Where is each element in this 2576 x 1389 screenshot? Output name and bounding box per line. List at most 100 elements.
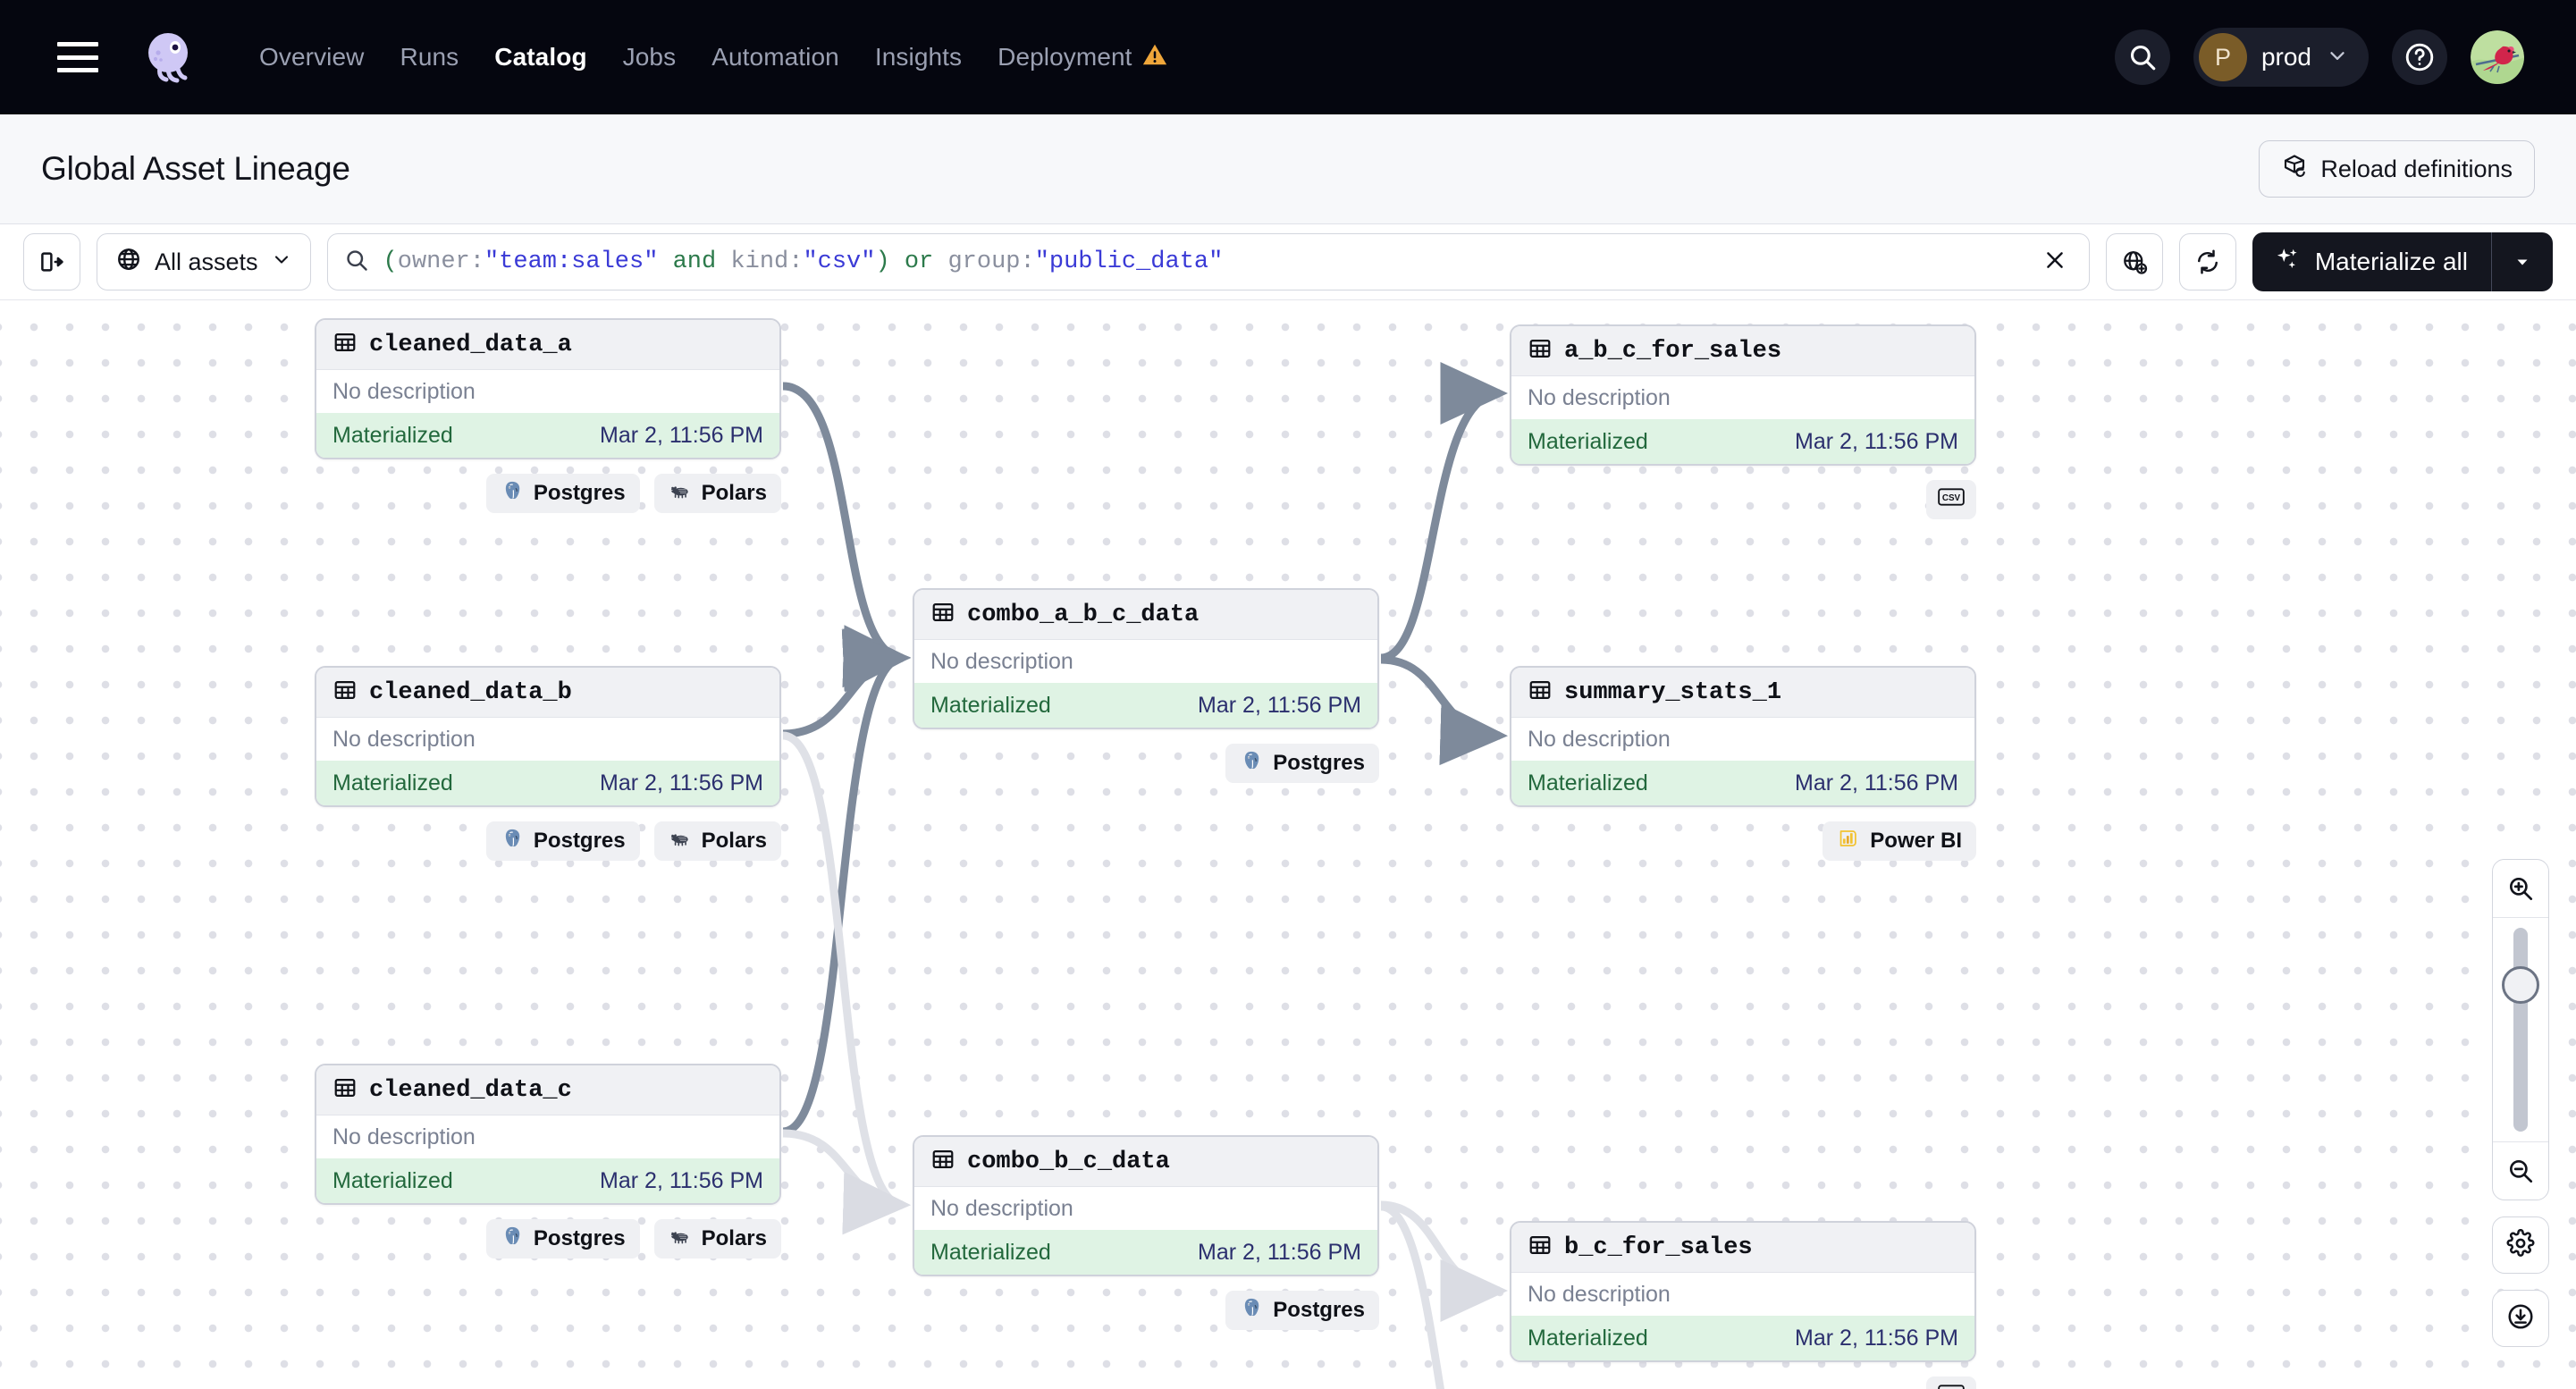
kind-tag-polars[interactable]: Polars <box>653 821 781 861</box>
nav-right-cluster: P prod <box>2114 28 2524 87</box>
table-grid-icon <box>1528 678 1553 707</box>
zoom-slider-track[interactable] <box>2493 918 2548 1141</box>
download-graph-button[interactable] <box>2492 1290 2549 1347</box>
asset-query-search-box[interactable]: (owner:"team:sales" and kind:"csv") or g… <box>326 233 2090 290</box>
postgres-elephant-icon <box>1240 1296 1263 1326</box>
refresh-button[interactable] <box>2178 233 2236 290</box>
user-avatar[interactable] <box>2471 30 2524 84</box>
asset-node-name: b_c_for_sales <box>1564 1233 1753 1261</box>
asset-scope-label: All assets <box>155 248 258 275</box>
nav-link-jobs[interactable]: Jobs <box>622 43 677 71</box>
edge-combo-abc-to-abc-for-sales <box>1380 362 1508 662</box>
asset-status-label: Materialized <box>930 1239 1051 1265</box>
asset-node-status-row: Materialized Mar 2, 11:56 PM <box>914 1230 1377 1275</box>
edge-combo-bc-to-bc-for-sales <box>1380 1200 1508 1323</box>
lineage-toolbar: All assets (owner:"team:sales" and kind:… <box>0 224 2576 300</box>
asset-status-label: Materialized <box>333 770 453 796</box>
asset-node-header[interactable]: cleaned_data_a <box>316 320 779 370</box>
hamburger-menu-icon[interactable] <box>57 42 98 72</box>
reload-definitions-button[interactable]: Reload definitions <box>2259 140 2535 198</box>
query-token: : <box>788 248 804 275</box>
kind-tag-polars[interactable]: Polars <box>653 474 781 513</box>
zoom-in-icon[interactable] <box>2493 860 2548 917</box>
zoom-slider-bar <box>2513 928 2528 1132</box>
asset-node-combo_b_c_data[interactable]: combo_b_c_data No description Materializ… <box>913 1135 1379 1276</box>
top-navigation-bar: Overview Runs Catalog Jobs Automation In… <box>0 0 2576 114</box>
asset-node-b_c_for_sales[interactable]: b_c_for_sales No description Materialize… <box>1510 1221 1976 1362</box>
asset-scope-filter[interactable]: All assets <box>97 233 311 290</box>
asset-node-cleaned_data_c[interactable]: cleaned_data_c No description Materializ… <box>315 1064 781 1205</box>
clear-query-icon[interactable] <box>2037 248 2073 277</box>
add-to-view-button[interactable] <box>2105 233 2163 290</box>
kind-tag-csv[interactable]: CSV <box>1926 480 1976 519</box>
materialize-all-button[interactable]: Materialize all <box>2252 232 2553 291</box>
asset-node-header[interactable]: combo_a_b_c_data <box>914 590 1377 640</box>
table-grid-icon <box>930 600 955 629</box>
asset-node-cleaned_data_a[interactable]: cleaned_data_a No description Materializ… <box>315 318 781 459</box>
toggle-sidebar-panel-button[interactable] <box>23 233 80 290</box>
deployment-switcher[interactable]: P prod <box>2193 28 2369 87</box>
kind-tag-label: Postgres <box>1273 751 1365 775</box>
kind-tag-label: Polars <box>701 481 767 505</box>
asset-status-timestamp: Mar 2, 11:56 PM <box>600 1167 763 1193</box>
kind-tag-postgres[interactable]: Postgres <box>1225 744 1379 783</box>
asset-node-kind-tags: Postgres Polars <box>315 474 781 513</box>
nav-link-runs[interactable]: Runs <box>400 43 459 71</box>
query-token: ( <box>383 248 398 275</box>
asset-node-header[interactable]: cleaned_data_b <box>316 668 779 718</box>
query-token: or <box>889 248 948 275</box>
help-icon[interactable] <box>2392 29 2447 85</box>
asset-node-kind-tags: CSV <box>1510 1376 1976 1389</box>
asset-node-a_b_c_for_sales[interactable]: a_b_c_for_sales No description Materiali… <box>1510 324 1976 466</box>
nav-link-automation[interactable]: Automation <box>711 43 839 71</box>
kind-tag-power-bi[interactable]: Power BI <box>1823 821 1976 861</box>
kind-tag-postgres[interactable]: Postgres <box>1225 1291 1379 1330</box>
asset-node-header[interactable]: summary_stats_1 <box>1511 668 1974 718</box>
zoom-out-icon[interactable] <box>2493 1142 2548 1200</box>
lineage-graph-canvas[interactable]: cleaned_data_a No description Materializ… <box>0 300 2576 1389</box>
zoom-slider-handle[interactable] <box>2502 966 2539 1004</box>
edge-combo-abc-to-summary-1 <box>1380 655 1508 766</box>
zoom-controls <box>2492 859 2549 1347</box>
kind-tag-label: Postgres <box>1273 1298 1365 1322</box>
asset-node-cleaned_data_b[interactable]: cleaned_data_b No description Materializ… <box>315 666 781 807</box>
postgres-elephant-icon <box>501 479 524 509</box>
nav-link-insights[interactable]: Insights <box>874 43 963 71</box>
asset-node-header[interactable]: a_b_c_for_sales <box>1511 326 1974 376</box>
asset-node-status-row: Materialized Mar 2, 11:56 PM <box>316 1158 779 1203</box>
asset-node-header[interactable]: cleaned_data_c <box>316 1065 779 1115</box>
asset-node-description: No description <box>914 1187 1377 1230</box>
kind-tag-polars[interactable]: Polars <box>653 1219 781 1259</box>
global-search-icon[interactable] <box>2114 29 2170 85</box>
kind-tag-postgres[interactable]: Postgres <box>485 821 640 861</box>
query-token: group <box>947 248 1021 275</box>
page-title: Global Asset Lineage <box>41 150 350 187</box>
dagster-logo-icon[interactable] <box>136 26 198 88</box>
asset-node-header[interactable]: combo_b_c_data <box>914 1137 1377 1187</box>
zoom-slider-group <box>2492 859 2549 1200</box>
asset-node-kind-tags: Postgres Polars <box>315 1219 781 1259</box>
kind-tag-postgres[interactable]: Postgres <box>485 1219 640 1259</box>
globe-icon <box>115 246 142 279</box>
asset-node-summary_stats_1[interactable]: summary_stats_1 No description Materiali… <box>1510 666 1976 807</box>
asset-node-header[interactable]: b_c_for_sales <box>1511 1223 1974 1273</box>
nav-link-catalog[interactable]: Catalog <box>494 43 587 71</box>
powerbi-icon <box>1837 827 1860 856</box>
asset-node-status-row: Materialized Mar 2, 11:56 PM <box>316 761 779 805</box>
materialize-options-caret[interactable] <box>2492 232 2553 291</box>
asset-node-description: No description <box>316 1115 779 1158</box>
postgres-elephant-icon <box>1240 749 1263 779</box>
kind-tag-postgres[interactable]: Postgres <box>485 474 640 513</box>
graph-settings-button[interactable] <box>2492 1216 2549 1274</box>
nav-link-deployment[interactable]: Deployment <box>980 34 1185 81</box>
asset-query-input[interactable]: (owner:"team:sales" and kind:"csv") or g… <box>383 248 2023 275</box>
kind-tag-csv[interactable]: CSV <box>1926 1376 1976 1389</box>
postgres-elephant-icon <box>501 827 524 856</box>
search-icon <box>344 248 369 277</box>
zoom-divider-bottom <box>2493 1141 2548 1142</box>
asset-status-label: Materialized <box>333 422 453 448</box>
nav-link-overview[interactable]: Overview <box>259 43 365 71</box>
asset-node-kind-tags: Power BI <box>1510 821 1976 861</box>
asset-node-combo_a_b_c_data[interactable]: combo_a_b_c_data No description Material… <box>913 588 1379 729</box>
materialize-all-main[interactable]: Materialize all <box>2252 232 2491 291</box>
